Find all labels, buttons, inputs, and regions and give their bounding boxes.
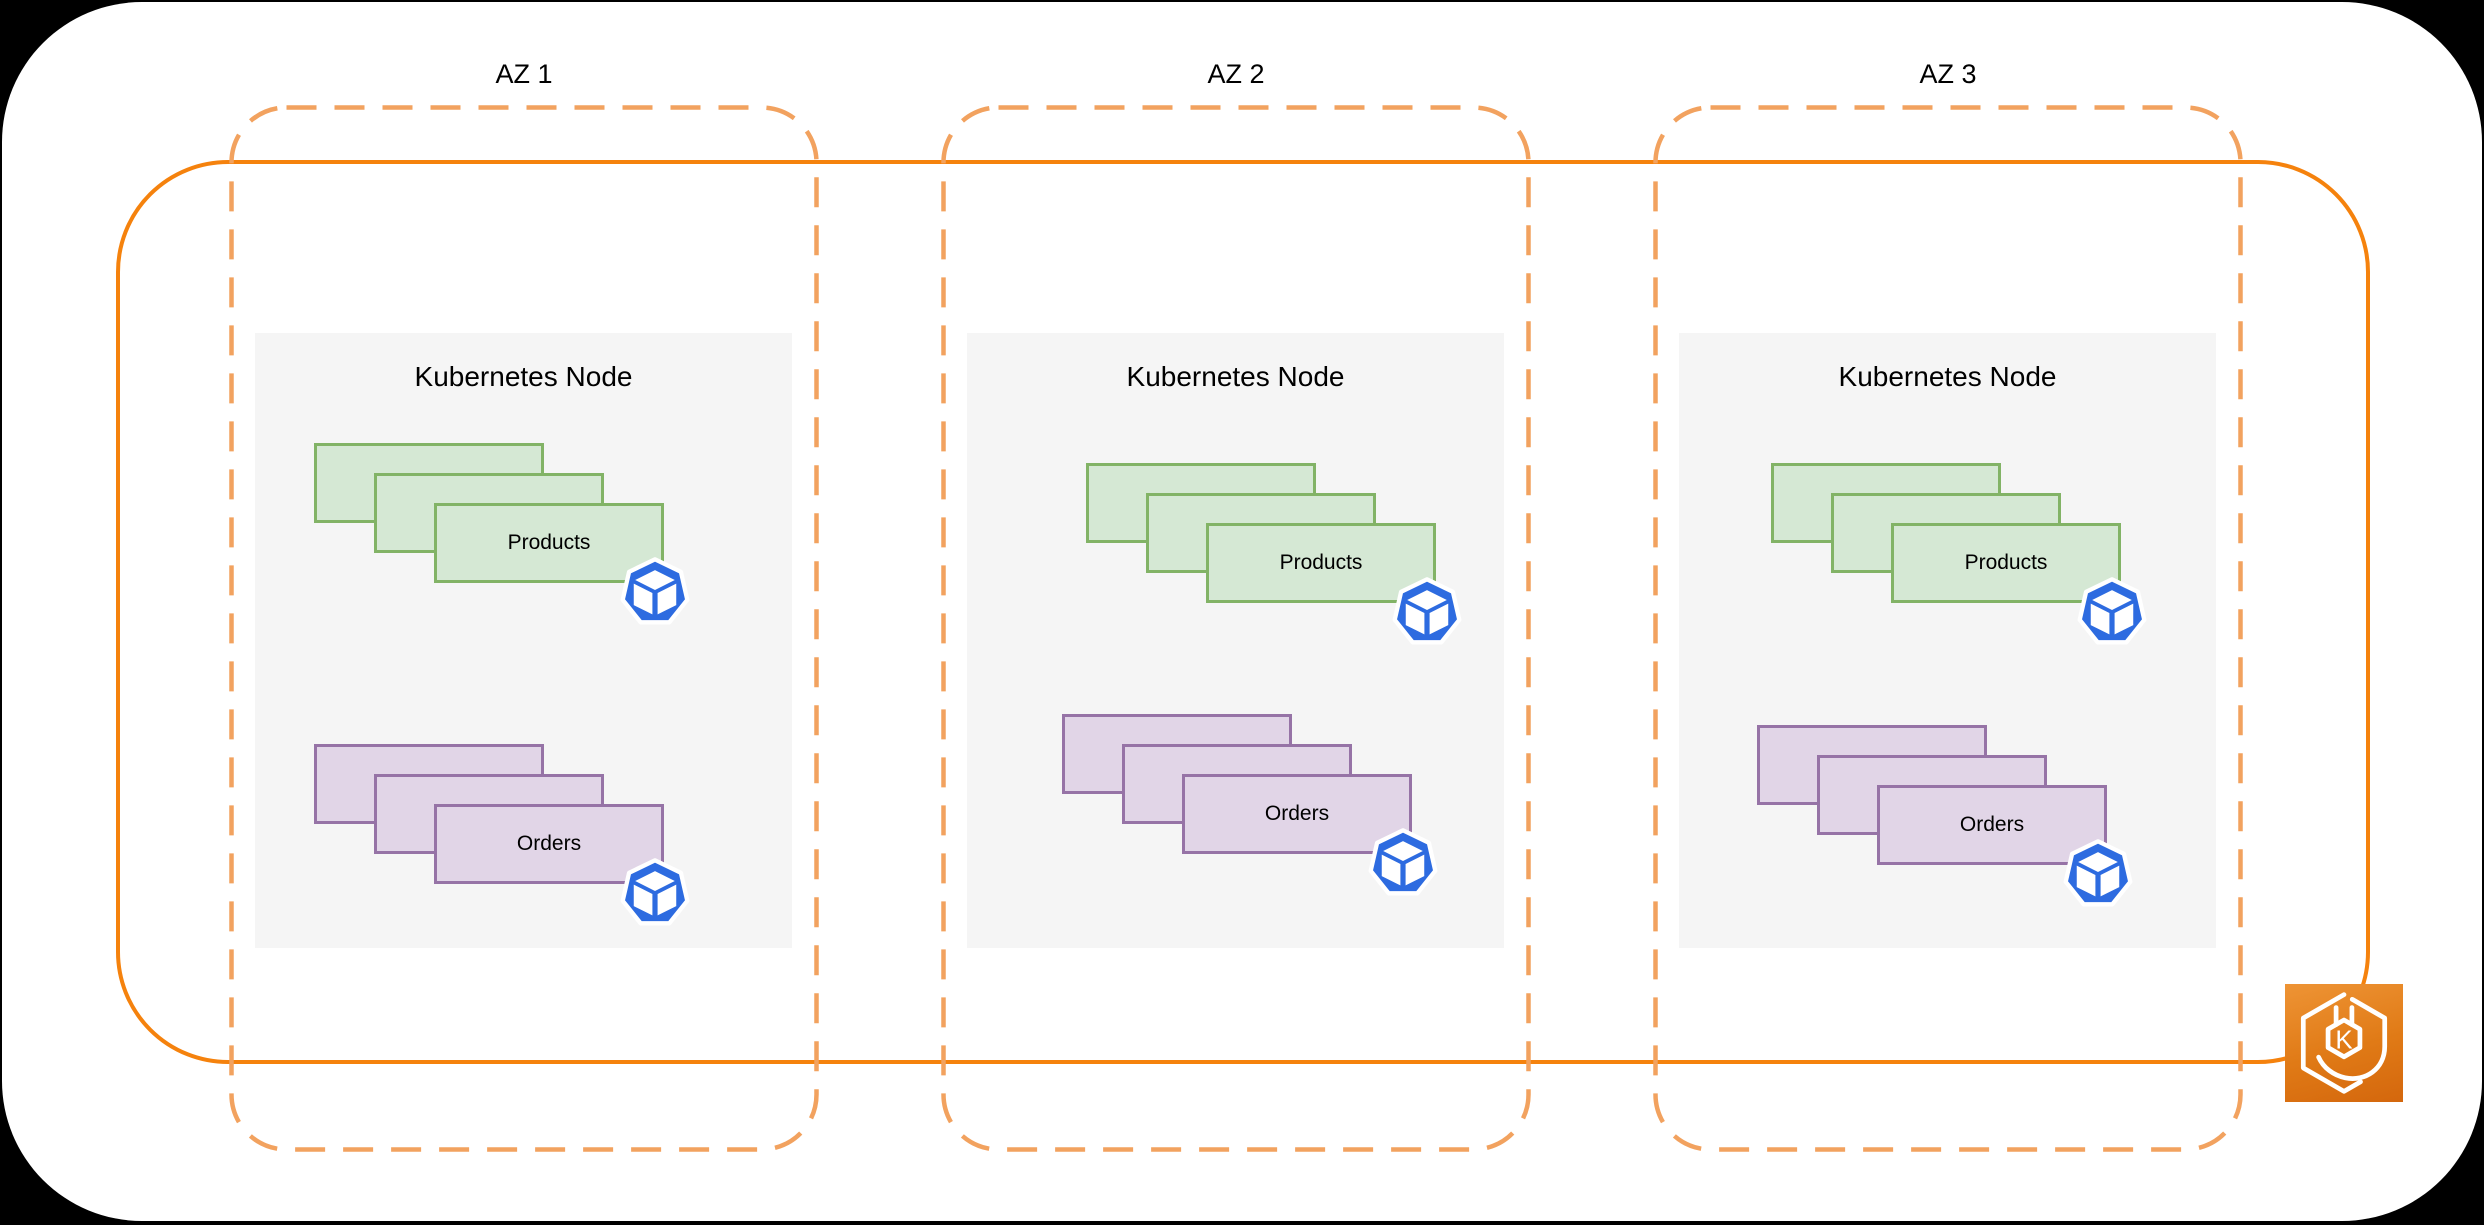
orders-replica-card: Orders xyxy=(434,804,664,884)
pod-icon xyxy=(2076,575,2148,647)
node-title: Kubernetes Node xyxy=(1838,361,2057,392)
availability-zone-2: AZ 2 Kubernetes Node Products Orders xyxy=(941,2,1531,1225)
orders-label: Orders xyxy=(1959,813,2025,836)
kubernetes-node-az2: Kubernetes Node Products Orders xyxy=(967,333,1504,948)
products-replica-card: Products xyxy=(434,503,664,583)
az2-boundary xyxy=(941,105,1531,1152)
products-deployment-stack: Products xyxy=(314,443,664,583)
az2-label: AZ 2 xyxy=(1207,59,1265,89)
az1-label: AZ 1 xyxy=(495,59,553,89)
products-deployment-stack: Products xyxy=(1771,463,2121,603)
products-replica-card: Products xyxy=(1891,523,2121,603)
pod-icon xyxy=(1367,826,1439,898)
availability-zone-3: AZ 3 Kubernetes Node Products Orders xyxy=(1653,2,2243,1225)
node-title: Kubernetes Node xyxy=(414,361,633,392)
eks-letter: K xyxy=(2335,1024,2353,1054)
kubernetes-node-az3: Kubernetes Node Products Orders xyxy=(1679,333,2216,948)
pod-icon xyxy=(2062,837,2134,909)
products-deployment-stack: Products xyxy=(1086,463,1436,603)
products-label: Products xyxy=(507,531,591,554)
orders-deployment-stack: Orders xyxy=(1062,714,1412,854)
eks-cluster-boundary xyxy=(116,160,2370,1064)
orders-deployment-stack: Orders xyxy=(314,744,664,884)
availability-zone-1: AZ 1 Kubernetes Node Products Orders xyxy=(229,2,819,1225)
kubernetes-node-az1: Kubernetes Node Products Orders xyxy=(255,333,792,948)
az1-boundary xyxy=(229,105,819,1152)
products-replica-card: Products xyxy=(1206,523,1436,603)
orders-label: Orders xyxy=(1264,802,1330,825)
node-title: Kubernetes Node xyxy=(1126,361,1345,392)
products-label: Products xyxy=(1279,551,1363,574)
az3-label: AZ 3 xyxy=(1919,59,1977,89)
eks-service-icon: K xyxy=(2285,984,2403,1102)
orders-replica-card: Orders xyxy=(1182,774,1412,854)
orders-deployment-stack: Orders xyxy=(1757,725,2107,865)
pod-icon xyxy=(619,555,691,627)
pod-icon xyxy=(1391,575,1463,647)
pod-icon xyxy=(619,856,691,928)
az3-boundary xyxy=(1653,105,2243,1152)
orders-label: Orders xyxy=(516,832,582,855)
products-label: Products xyxy=(1964,551,2048,574)
eks-logo-icon: K xyxy=(2300,992,2388,1094)
orders-replica-card: Orders xyxy=(1877,785,2107,865)
